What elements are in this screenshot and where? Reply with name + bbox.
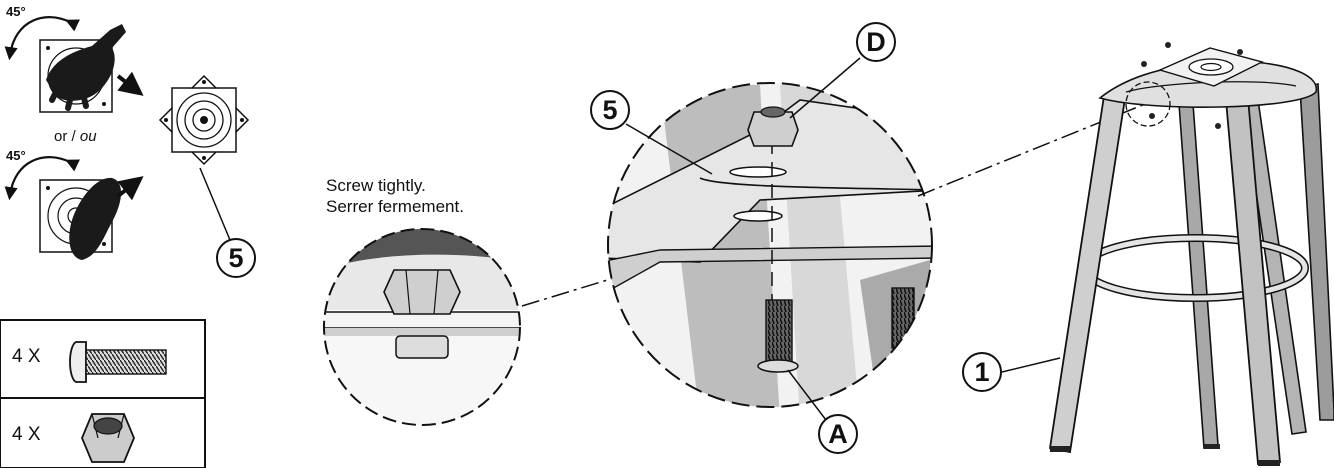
leader-small-to-big — [521, 277, 615, 307]
bolt-quantity: 4 X — [12, 346, 41, 367]
nut-icon — [81, 413, 135, 463]
leader-5-detail — [625, 123, 713, 175]
rotation-arrow-top — [4, 16, 80, 61]
callout-part-5-detail: 5 — [590, 90, 630, 130]
callout-part-a: A — [818, 414, 858, 454]
callout-part-1: 1 — [962, 352, 1002, 392]
arrow-to-plate-2 — [116, 176, 144, 201]
leader-d — [789, 57, 861, 119]
leader-big-to-stool — [917, 101, 1151, 197]
callout-part-5-small: 5 — [216, 238, 256, 278]
rotation-angle-bottom: 45° — [6, 148, 26, 163]
or-label: or / ou — [54, 128, 97, 145]
arrow-to-plate-1 — [116, 71, 144, 96]
callout-leader-5-small — [199, 167, 231, 241]
shoe-icon — [69, 177, 122, 260]
ou-word: ou — [79, 128, 97, 145]
leader-1 — [1001, 357, 1061, 373]
bolt-icon — [69, 341, 167, 383]
hand-icon — [46, 24, 126, 111]
swivel-plate-hand — [39, 24, 126, 113]
hardware-table — [0, 319, 206, 468]
stool-frame — [1048, 42, 1334, 466]
instruction-line-en: Screw tightly. — [326, 176, 426, 195]
instruction-text: Screw tightly. Serrer fermement. — [326, 175, 464, 217]
or-word: or / — [54, 128, 76, 145]
rotation-angle-top: 45° — [6, 4, 26, 19]
swivel-plate-rotated — [158, 74, 250, 166]
big-detail-circle — [607, 82, 933, 408]
leader-a — [787, 369, 827, 421]
instruction-line-fr: Serrer fermement. — [326, 197, 464, 216]
callout-part-d: D — [856, 22, 896, 62]
small-detail-circle — [323, 228, 521, 426]
rotation-arrow-bottom — [4, 156, 80, 201]
nut-quantity: 4 X — [12, 424, 41, 445]
swivel-plate-foot — [39, 177, 122, 260]
